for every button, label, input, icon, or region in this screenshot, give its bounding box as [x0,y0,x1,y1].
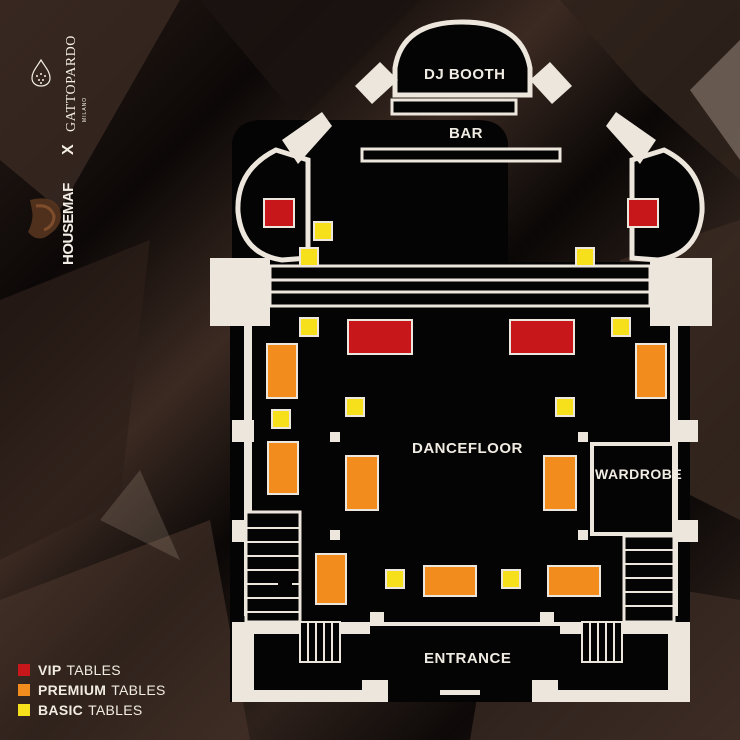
dancefloor-pillar [330,530,340,540]
vip-table[interactable] [347,319,413,355]
legend-label-rest: TABLES [66,662,121,678]
basic-table[interactable] [555,397,575,417]
basic-table[interactable] [611,317,631,337]
stair-right-top [606,112,656,164]
premium-table[interactable] [315,553,347,605]
label-dancefloor: DANCEFLOOR [412,440,523,457]
staircase-right [622,534,676,624]
pillar-right-1 [676,420,698,442]
wardrobe-room [590,442,676,536]
premium-table[interactable] [423,565,477,597]
vip-table[interactable] [627,198,659,228]
basic-table[interactable] [299,317,319,337]
entrance-stairs-left [299,621,341,663]
legend-vip: VIP TABLES [18,660,166,680]
dj-booth-wing-left [355,62,398,104]
bridge [268,264,652,308]
legend-basic: BASIC TABLES [18,700,166,720]
legend-swatch-basic [18,704,30,716]
premium-table[interactable] [266,343,298,399]
basic-table[interactable] [299,247,319,267]
legend-label-rest: TABLES [111,682,166,698]
entrance-door [440,690,480,695]
staircase-left [244,510,302,624]
premium-table[interactable] [547,565,601,597]
basic-table[interactable] [385,569,405,589]
basic-table[interactable] [313,221,333,241]
brand-logos: GATTOPARDO MILANO X HOUSEMAF [20,35,90,270]
basic-table[interactable] [575,247,595,267]
entrance-wall [232,612,690,702]
basic-table[interactable] [271,409,291,429]
legend-label-strong: PREMIUM [38,682,107,698]
premium-table[interactable] [278,578,292,592]
host-name: HOUSEMAF [60,183,77,265]
dj-booth-dome [392,19,533,98]
dancefloor-pillar [578,530,588,540]
dj-booth-desk [390,98,518,116]
legend: VIP TABLES PREMIUM TABLES BASIC TABLES [18,660,166,720]
legend-label-strong: BASIC [38,702,84,718]
label-entrance: ENTRANCE [424,650,512,667]
wall-left [244,326,252,616]
pillar-left-1 [232,420,254,442]
basic-table[interactable] [345,397,365,417]
column-right [650,258,712,326]
legend-premium: PREMIUM TABLES [18,680,166,700]
entrance-stairs-right [581,621,623,663]
legend-swatch-premium [18,684,30,696]
label-wardrobe: WARDROBE [595,466,683,482]
label-bar: BAR [449,125,483,142]
gattopardo-logo-icon [31,58,51,87]
label-dj-booth: DJ BOOTH [424,66,506,83]
premium-table[interactable] [345,455,379,511]
column-left [210,258,270,326]
legend-label-rest: TABLES [88,702,143,718]
premium-table[interactable] [267,441,299,495]
vip-table[interactable] [263,198,295,228]
premium-table[interactable] [543,455,577,511]
dancefloor-pillar [578,432,588,442]
stair-left-top [282,112,332,164]
pillar-right-2 [676,520,698,542]
bar-counter [360,147,562,163]
basic-table[interactable] [501,569,521,589]
dj-booth-wing-right [530,62,572,104]
vip-table[interactable] [509,319,575,355]
premium-table[interactable] [635,343,667,399]
partner-city: MILANO [82,96,88,122]
legend-label-strong: VIP [38,662,62,678]
brush-stroke-icon [28,198,61,239]
legend-swatch-vip [18,664,30,676]
cross-separator: X [60,144,77,155]
dancefloor-pillar [330,432,340,442]
partner-name: GATTOPARDO [64,35,79,132]
